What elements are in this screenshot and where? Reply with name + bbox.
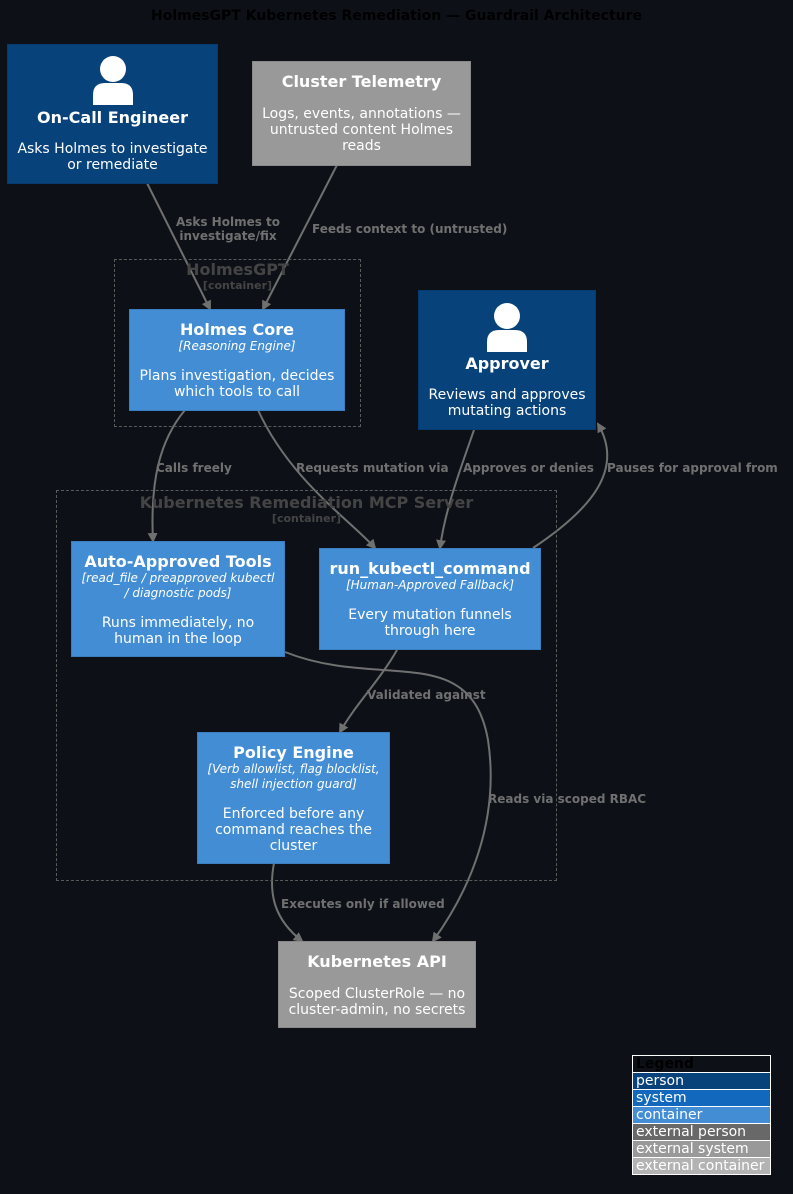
person-icon xyxy=(92,56,133,105)
edge-label-executes: Executes only if allowed xyxy=(281,897,445,911)
kubectl-tech: [Human-Approved Fallback] xyxy=(345,578,515,592)
core-tech: [Reasoning Engine] xyxy=(178,339,296,353)
holmesgpt-boundary: HolmesGPT [container] xyxy=(114,259,361,427)
edge-label-pauses: Pauses for approval from xyxy=(607,461,778,475)
edge-label-reads: Reads via scoped RBAC xyxy=(488,792,647,806)
approver-name: Approver xyxy=(465,354,549,373)
run-kubectl-command-node: run_kubectl_command [Human-Approved Fall… xyxy=(319,548,541,650)
auto-tech: [read_file / preapproved kubectl / diagn… xyxy=(81,571,275,600)
auto-name: Auto-Approved Tools xyxy=(84,552,272,571)
on-call-engineer-node: On-Call Engineer Asks Holmes to investig… xyxy=(7,44,218,184)
kubectl-desc: Every mutation funnels through here xyxy=(348,607,512,639)
mcp-server-boundary: Kubernetes Remediation MCP Server [conta… xyxy=(56,490,557,881)
edge-pauses xyxy=(532,422,609,549)
legend-item-external-container: external container xyxy=(633,1157,770,1174)
policy-name: Policy Engine xyxy=(233,743,354,762)
kubernetes-api-node: Kubernetes API Scoped ClusterRole — no c… xyxy=(278,941,476,1028)
approver-desc: Reviews and approves mutating actions xyxy=(428,387,586,419)
core-desc: Plans investigation, decides which tools… xyxy=(139,368,335,400)
holmes-core-node: Holmes Core [Reasoning Engine] Plans inv… xyxy=(129,309,345,411)
edge-label-asks: Asks Holmes to investigate/fix xyxy=(175,215,281,243)
cluster-telemetry-node: Cluster Telemetry Logs, events, annotati… xyxy=(252,61,471,166)
approver-node: Approver Reviews and approves mutating a… xyxy=(418,290,596,430)
edge-requests xyxy=(257,409,377,550)
person-icon xyxy=(487,303,527,352)
k8s-name: Kubernetes API xyxy=(307,952,447,971)
legend-item-container: container xyxy=(633,1106,770,1123)
edge-approves xyxy=(436,429,475,550)
telemetry-desc: Logs, events, annotations — untrusted co… xyxy=(262,106,461,154)
core-name: Holmes Core xyxy=(180,320,294,339)
legend-item-external-system: external system xyxy=(633,1140,770,1157)
auto-approved-tools-node: Auto-Approved Tools [read_file / preappr… xyxy=(71,541,285,657)
auto-desc: Runs immediately, no human in the loop xyxy=(101,615,255,647)
legend: Legend person system container external … xyxy=(632,1055,771,1175)
holmesgpt-boundary-name: HolmesGPT xyxy=(186,260,289,279)
holmesgpt-boundary-type: [container] xyxy=(202,279,273,292)
legend-item-external-person: external person xyxy=(633,1123,770,1140)
edge-label-calls: Calls freely xyxy=(156,461,232,475)
k8s-desc: Scoped ClusterRole — no cluster-admin, n… xyxy=(288,986,466,1018)
edge-executes xyxy=(271,862,304,943)
telemetry-name: Cluster Telemetry xyxy=(281,72,442,91)
policy-desc: Enforced before any command reaches the … xyxy=(215,806,372,854)
engineer-desc: Asks Holmes to investigate or remediate xyxy=(17,141,208,173)
edge-asks xyxy=(146,182,211,311)
mcp-boundary-name: Kubernetes Remediation MCP Server xyxy=(139,493,474,512)
edge-feeds xyxy=(262,164,338,311)
edge-label-approves: Approves or denies xyxy=(463,461,594,475)
legend-item-person: person xyxy=(633,1072,770,1089)
edge-label-feeds: Feeds context to (untrusted) xyxy=(312,222,508,236)
kubectl-name: run_kubectl_command xyxy=(329,559,531,578)
edge-validated xyxy=(339,649,398,734)
legend-item-system: system xyxy=(633,1089,770,1106)
mcp-boundary-type: [container] xyxy=(271,512,342,525)
edge-label-validated: Validated against xyxy=(367,688,486,702)
diagram-title: HolmesGPT Kubernetes Remediation — Guard… xyxy=(150,8,643,24)
engineer-name: On-Call Engineer xyxy=(37,108,188,127)
edge-calls xyxy=(147,409,186,543)
legend-title: Legend xyxy=(633,1056,770,1072)
policy-tech: [Verb allowlist, flag blocklist, shell i… xyxy=(207,762,380,791)
edge-reads xyxy=(284,651,492,943)
edge-label-requests: Requests mutation via xyxy=(296,461,449,475)
policy-engine-node: Policy Engine [Verb allowlist, flag bloc… xyxy=(197,732,390,864)
